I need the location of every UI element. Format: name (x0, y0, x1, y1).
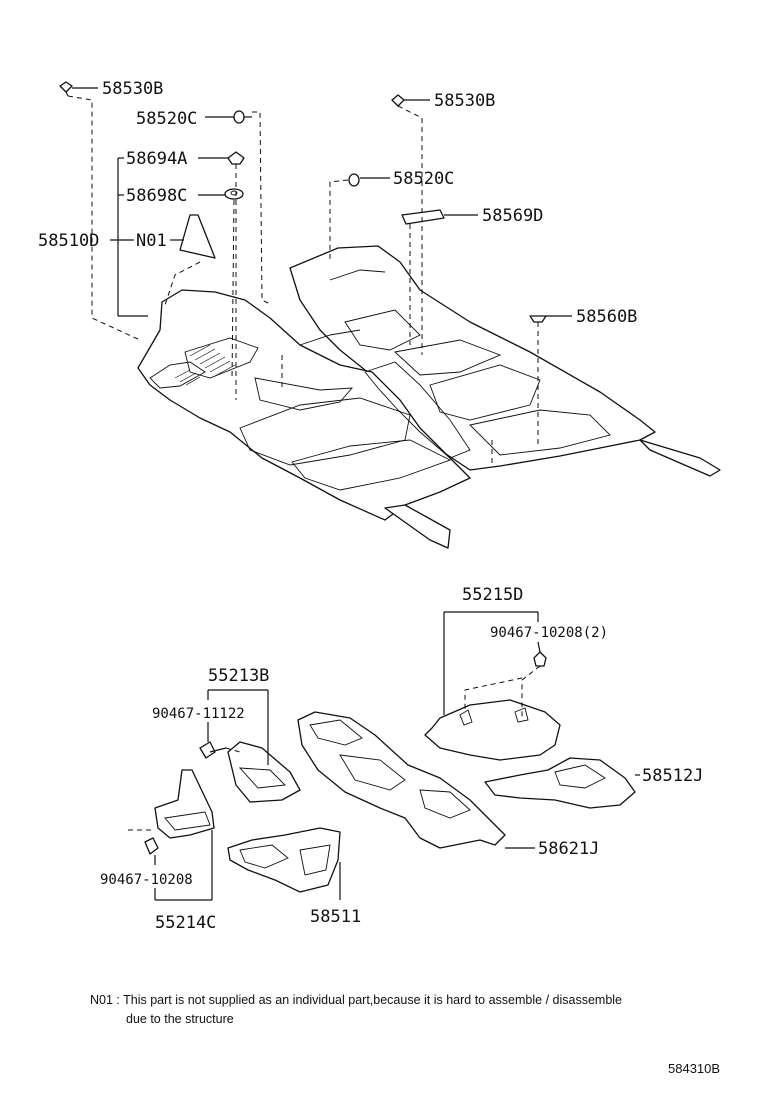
label-58520c-right: 58520C (393, 169, 454, 189)
clip-90467-10208-2-part (533, 651, 547, 667)
label-58511: 58511 (310, 907, 361, 927)
plug-58560b-part (529, 315, 547, 323)
insulator-58511-part (227, 827, 341, 893)
insulator-55215d-part (424, 699, 561, 761)
label-90467-10208: 90467-10208 (100, 872, 193, 888)
insulator-55213b-part (227, 741, 301, 803)
footnote-line-2: due to the structure (126, 1012, 234, 1026)
label-58530b-right: 58530B (434, 91, 495, 111)
label-58530b-left: 58530B (102, 79, 163, 99)
clip-58530b-left-part (59, 81, 73, 97)
label-58621j: 58621J (538, 839, 599, 859)
label-55215d: 55215D (462, 585, 523, 605)
callout-labels: 58530B 58520C 58694A 58698C 58510D N01 5… (38, 79, 703, 933)
label-58512j: 58512J (642, 766, 703, 786)
label-58560b: 58560B (576, 307, 637, 327)
pad-n01-part (179, 214, 216, 259)
label-55214c: 55214C (155, 913, 216, 933)
leader-lines-top (67, 87, 572, 465)
clip-58520c-right-part (348, 173, 360, 187)
leader-lines-bottom (128, 611, 640, 901)
clip-58520c-left-part (233, 110, 252, 124)
label-58569d: 58569D (482, 206, 543, 226)
label-90467-11122: 90467-11122 (152, 706, 245, 722)
fastener-58694a-part (227, 151, 245, 165)
label-55213b: 55213B (208, 666, 269, 686)
label-n01: N01 (136, 231, 167, 251)
label-58698c: 58698C (126, 186, 187, 206)
insulator-58512j-part (484, 757, 636, 809)
grommet-58698c-part (224, 188, 244, 200)
insulator-55214c-part (154, 769, 215, 839)
floor-carpet-assembly (137, 245, 721, 549)
pad-58569d-part (401, 209, 445, 225)
label-58694a: 58694A (126, 149, 187, 169)
label-58520c-left: 58520C (136, 109, 197, 129)
footnote-line-1: N01 : This part is not supplied as an in… (90, 993, 622, 1007)
clip-90467-10208-part (144, 837, 159, 855)
clip-58530b-right-part (391, 94, 405, 107)
diagram-code: 584310B (668, 1061, 720, 1076)
label-90467-10208-2: 90467-10208(2) (490, 625, 608, 641)
label-58510d: 58510D (38, 231, 99, 251)
insulator-58621j-part (297, 711, 506, 849)
bolt-90467-11122-part (199, 741, 227, 759)
